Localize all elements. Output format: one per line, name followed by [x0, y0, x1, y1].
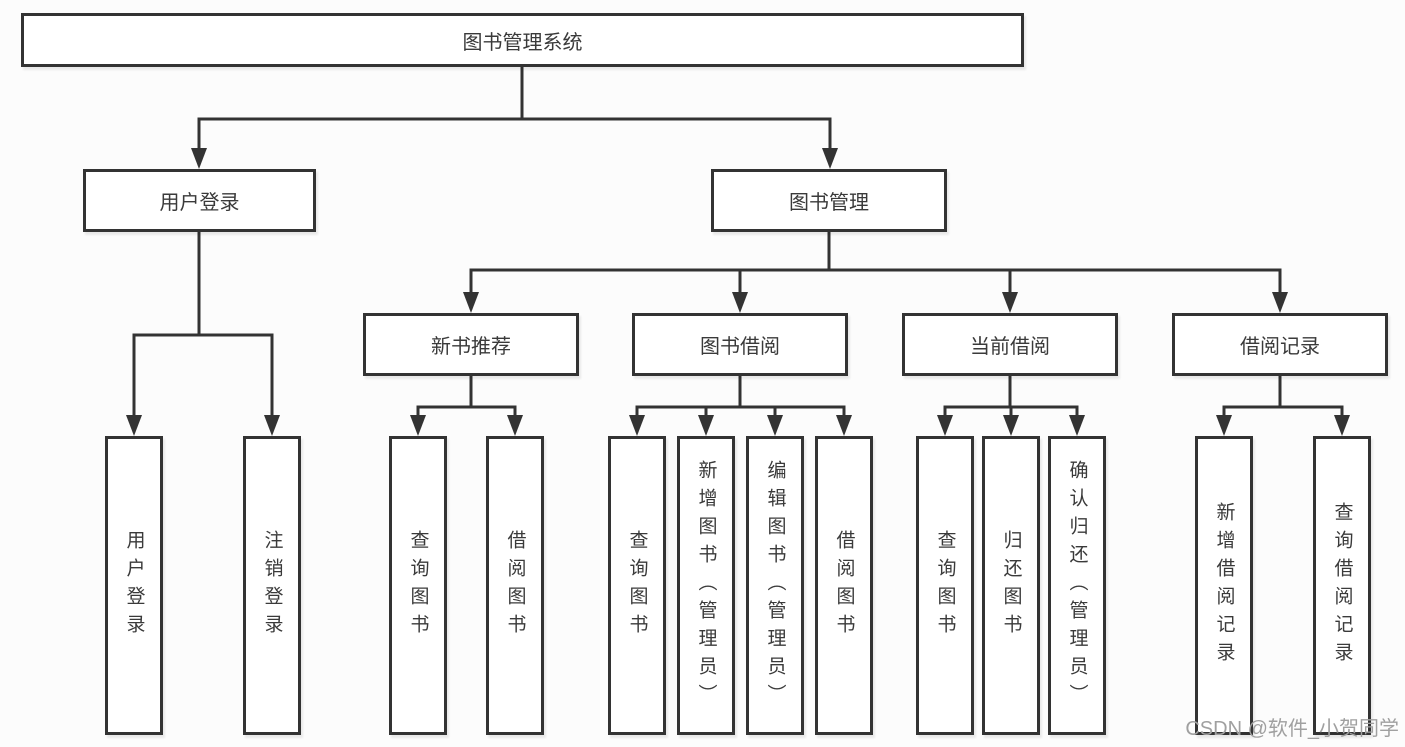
leaf-recommend-query-books: 查询图书 — [389, 436, 447, 735]
leaf-return-books: 归还图书 — [982, 436, 1040, 735]
leaf-confirm-return-admin: 确认归还（管理员） — [1048, 436, 1106, 735]
node-user-login-label: 用户登录 — [159, 192, 240, 214]
leaf-confirm-return-admin-label: 确认归还（管理员） — [1066, 459, 1088, 712]
node-new-book-recommend-label: 新书推荐 — [431, 336, 511, 358]
leaf-add-borrow-record-label: 新增借阅记录 — [1213, 501, 1235, 670]
leaf-add-borrow-record: 新增借阅记录 — [1195, 436, 1253, 735]
node-book-management-label: 图书管理 — [789, 192, 869, 214]
node-current-borrow: 当前借阅 — [902, 313, 1118, 376]
leaf-borrow-query-books: 查询图书 — [608, 436, 666, 735]
watermark: CSDN @软件_小贺同学 — [1185, 718, 1399, 740]
leaf-recommend-borrow-books: 借阅图书 — [486, 436, 544, 735]
leaf-edit-books-admin: 编辑图书（管理员） — [746, 436, 804, 735]
leaf-current-query-books-label: 查询图书 — [934, 529, 956, 642]
leaf-user-login-label: 用户登录 — [123, 529, 145, 642]
leaf-return-books-label: 归还图书 — [1000, 529, 1022, 642]
node-new-book-recommend: 新书推荐 — [363, 313, 579, 376]
node-book-borrow: 图书借阅 — [632, 313, 848, 376]
leaf-borrow-books: 借阅图书 — [815, 436, 873, 735]
leaf-borrow-books-label: 借阅图书 — [833, 529, 855, 642]
node-library-system-label: 图书管理系统 — [462, 31, 583, 54]
leaf-current-query-books: 查询图书 — [916, 436, 974, 735]
node-borrow-records-label: 借阅记录 — [1240, 336, 1320, 358]
node-book-borrow-label: 图书借阅 — [700, 336, 780, 358]
leaf-logout-label: 注销登录 — [261, 529, 283, 642]
leaf-edit-books-admin-label: 编辑图书（管理员） — [764, 459, 786, 712]
node-current-borrow-label: 当前借阅 — [970, 336, 1050, 358]
leaf-user-login: 用户登录 — [105, 436, 163, 735]
node-user-login: 用户登录 — [83, 169, 316, 232]
leaf-recommend-query-books-label: 查询图书 — [407, 529, 429, 642]
node-borrow-records: 借阅记录 — [1172, 313, 1388, 376]
leaf-logout: 注销登录 — [243, 436, 301, 735]
leaf-add-books-admin-label: 新增图书（管理员） — [695, 459, 717, 712]
leaf-add-books-admin: 新增图书（管理员） — [677, 436, 735, 735]
leaf-query-borrow-record-label: 查询借阅记录 — [1331, 501, 1353, 670]
node-book-management: 图书管理 — [711, 169, 947, 232]
leaf-query-borrow-record: 查询借阅记录 — [1313, 436, 1371, 735]
node-library-system: 图书管理系统 — [21, 13, 1024, 67]
leaf-borrow-query-books-label: 查询图书 — [626, 529, 648, 642]
leaf-recommend-borrow-books-label: 借阅图书 — [504, 529, 526, 642]
